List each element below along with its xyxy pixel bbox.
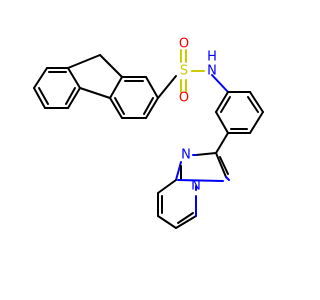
sulfur-label: S — [180, 64, 188, 79]
bond — [99, 54, 123, 78]
sulfonyl-group — [157, 49, 205, 99]
bond — [67, 87, 81, 109]
chemical-structure: S O O N H N N — [33, 37, 264, 229]
bond — [225, 176, 230, 181]
sulfonamide-hydrogen-label: H — [207, 50, 217, 65]
bond — [33, 67, 48, 89]
bond — [249, 111, 264, 134]
bond — [177, 179, 224, 182]
oxygen-bottom-label: O — [179, 91, 189, 106]
bond — [109, 97, 123, 119]
phenylene-ring — [211, 74, 264, 134]
bond-inner — [143, 97, 154, 115]
bond — [67, 67, 81, 89]
bond — [157, 179, 177, 194]
bond — [157, 215, 177, 229]
sulfonamide-nitrogen-label: N — [207, 64, 217, 79]
bond — [215, 111, 229, 134]
oxygen-top-label: O — [179, 37, 189, 52]
bond — [175, 215, 197, 229]
imidazopyridine — [157, 132, 230, 229]
bond — [145, 76, 159, 99]
bond — [157, 75, 177, 99]
bond — [211, 74, 229, 93]
atom-labels: S O O N H N N — [179, 37, 217, 194]
bond-inner — [177, 212, 194, 224]
bond — [215, 91, 229, 113]
bridgehead-nitrogen-label: N — [191, 179, 201, 194]
bond — [67, 54, 101, 69]
fluorene-five-ring — [67, 54, 123, 99]
bond — [215, 152, 227, 178]
bond-inner — [65, 87, 76, 105]
bond — [145, 97, 159, 119]
bond — [249, 91, 264, 113]
bond-inner — [114, 97, 125, 115]
bond — [109, 76, 123, 99]
bond — [215, 132, 229, 154]
bond — [195, 152, 217, 156]
bond-inner — [247, 96, 259, 113]
bond-inner — [38, 87, 49, 105]
bond-inner — [219, 156, 229, 175]
fluorene-right-ring — [109, 76, 159, 119]
bond-inner — [220, 96, 231, 113]
fluorene-left-ring — [33, 67, 81, 109]
imidazole-nitrogen-label: N — [181, 148, 191, 163]
bond — [175, 161, 182, 181]
bond — [79, 87, 111, 99]
bond — [33, 87, 46, 109]
